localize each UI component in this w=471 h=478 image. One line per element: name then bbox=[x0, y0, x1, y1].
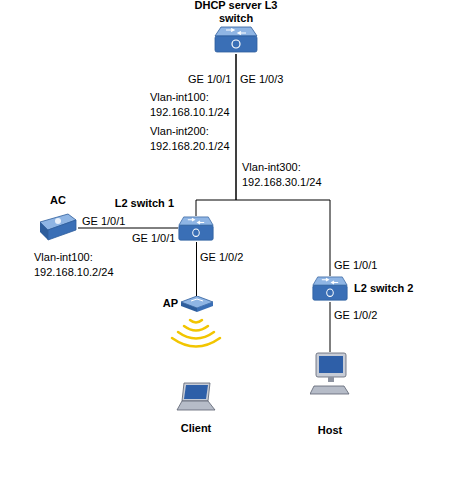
port-label: Vlan-int200: 192.168.20.1/24 bbox=[150, 124, 236, 154]
wireless-arc bbox=[190, 320, 202, 323]
port-label: GE 1/0/2 bbox=[334, 308, 394, 323]
l2-switch: L2 switch 2 bbox=[312, 276, 348, 302]
ac-icon bbox=[38, 212, 78, 242]
port-label: GE 1/0/1 bbox=[188, 72, 248, 87]
port-label: GE 1/0/1 bbox=[82, 214, 142, 229]
port-label: Vlan-int300: 192.168.30.1/24 bbox=[242, 160, 332, 190]
node-label: Client bbox=[166, 422, 226, 435]
host-pc: Host bbox=[310, 352, 350, 396]
wireless-arc bbox=[172, 338, 220, 347]
node-label: AC bbox=[38, 194, 78, 207]
access-controller: AC bbox=[38, 212, 78, 242]
ap-icon bbox=[180, 296, 214, 312]
network-link bbox=[330, 302, 331, 352]
network-link bbox=[196, 242, 197, 296]
node-label: Host bbox=[300, 424, 360, 437]
wireless-arc bbox=[178, 332, 214, 339]
access-point: AP bbox=[180, 296, 214, 312]
port-label: GE 1/0/1 bbox=[132, 231, 192, 246]
node-label: DHCP server L3 switch bbox=[191, 0, 281, 25]
port-label: Vlan-int100: 192.168.10.2/24 bbox=[34, 250, 124, 280]
port-label: GE 1/0/1 bbox=[334, 258, 394, 273]
host-icon bbox=[310, 352, 350, 396]
laptop-icon bbox=[176, 382, 216, 412]
switch-icon bbox=[178, 216, 214, 242]
network-link bbox=[78, 228, 178, 229]
client-laptop: Client bbox=[176, 382, 216, 412]
switch-icon bbox=[312, 276, 348, 302]
node-label: L2 switch 2 bbox=[354, 282, 434, 295]
port-label: GE 1/0/3 bbox=[240, 72, 300, 87]
switch-icon bbox=[214, 26, 258, 54]
port-label: GE 1/0/2 bbox=[200, 250, 260, 265]
node-label: AP bbox=[156, 297, 178, 310]
l3-switch: DHCP server L3 switch bbox=[214, 26, 258, 54]
node-label: L2 switch 1 bbox=[98, 197, 174, 210]
port-label: Vlan-int100: 192.168.10.1/24 bbox=[150, 90, 236, 120]
l2-switch: L2 switch 1 bbox=[178, 216, 214, 242]
wireless-arc bbox=[184, 326, 208, 331]
wireless-signal bbox=[172, 320, 220, 347]
